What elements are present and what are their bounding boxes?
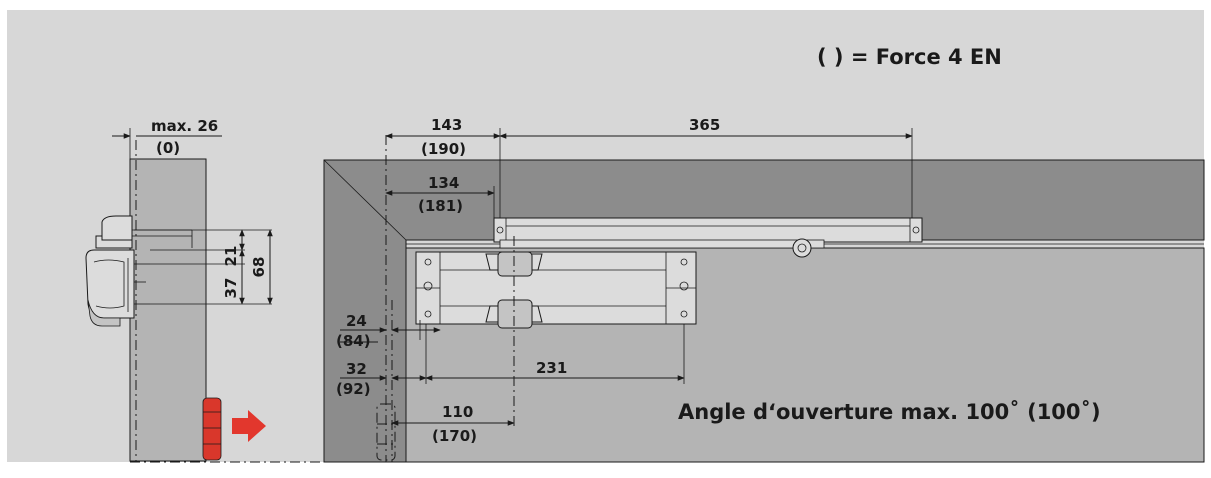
- dim-32: 32: [346, 360, 367, 378]
- legend-force-4-en: ( ) = Force 4 EN: [817, 45, 1002, 69]
- hinge: [202, 397, 222, 461]
- dim-37: 37: [222, 278, 240, 299]
- dim-68: 68: [250, 257, 268, 278]
- dim-365: 365: [689, 116, 720, 134]
- direction-arrow: [232, 410, 266, 442]
- dim-21: 21: [222, 246, 240, 267]
- dim-max-26: max. 26: [151, 117, 218, 135]
- dim-170: (170): [432, 427, 477, 445]
- dim-181: (181): [418, 197, 463, 215]
- top-view: 143 (190) 365 134 (181) 24 (84) 32 (92) …: [130, 116, 1205, 463]
- dim-143: 143: [431, 116, 462, 134]
- side-wall: [129, 158, 207, 462]
- dim-134: 134: [428, 174, 459, 192]
- opening-angle-caption: Angle d‘ouverture max. 100˚ (100˚): [678, 400, 1101, 424]
- dim-0: (0): [156, 139, 180, 157]
- arm-cap: [101, 215, 133, 241]
- dim-190: (190): [421, 140, 466, 158]
- slide-rail: [493, 217, 923, 243]
- dim-84: (84): [336, 332, 371, 350]
- arm: [499, 239, 825, 249]
- dim-92: (92): [336, 380, 371, 398]
- closer-body: [415, 251, 697, 325]
- dim-24: 24: [346, 312, 367, 330]
- dim-231: 231: [536, 359, 567, 377]
- dim-110: 110: [442, 403, 473, 421]
- side-view: 37 21 68 max. 26 (0): [85, 117, 273, 462]
